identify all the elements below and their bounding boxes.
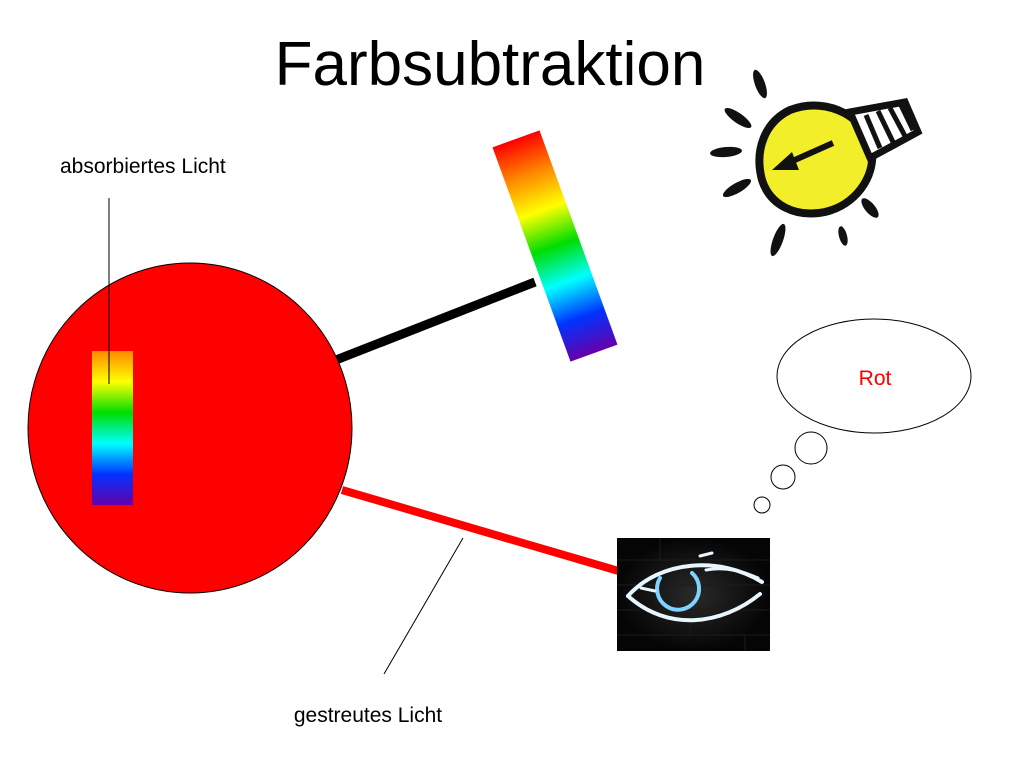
thought-text: Rot (859, 367, 892, 390)
absorbed-light-label: absorbiertes Licht (60, 155, 226, 178)
incident-light-spectrum (492, 130, 618, 362)
scattered-leader-line (383, 537, 464, 675)
scattered-light-arrow (340, 486, 650, 588)
lightbulb-icon (710, 69, 923, 257)
red-object (27, 262, 353, 594)
slide-title: Farbsubtraktion (275, 30, 706, 99)
neon-eye-icon (617, 538, 770, 651)
scattered-light-label: gestreutes Licht (294, 704, 442, 727)
thought-bubble (753, 318, 972, 514)
absorbed-spectrum (92, 351, 133, 505)
